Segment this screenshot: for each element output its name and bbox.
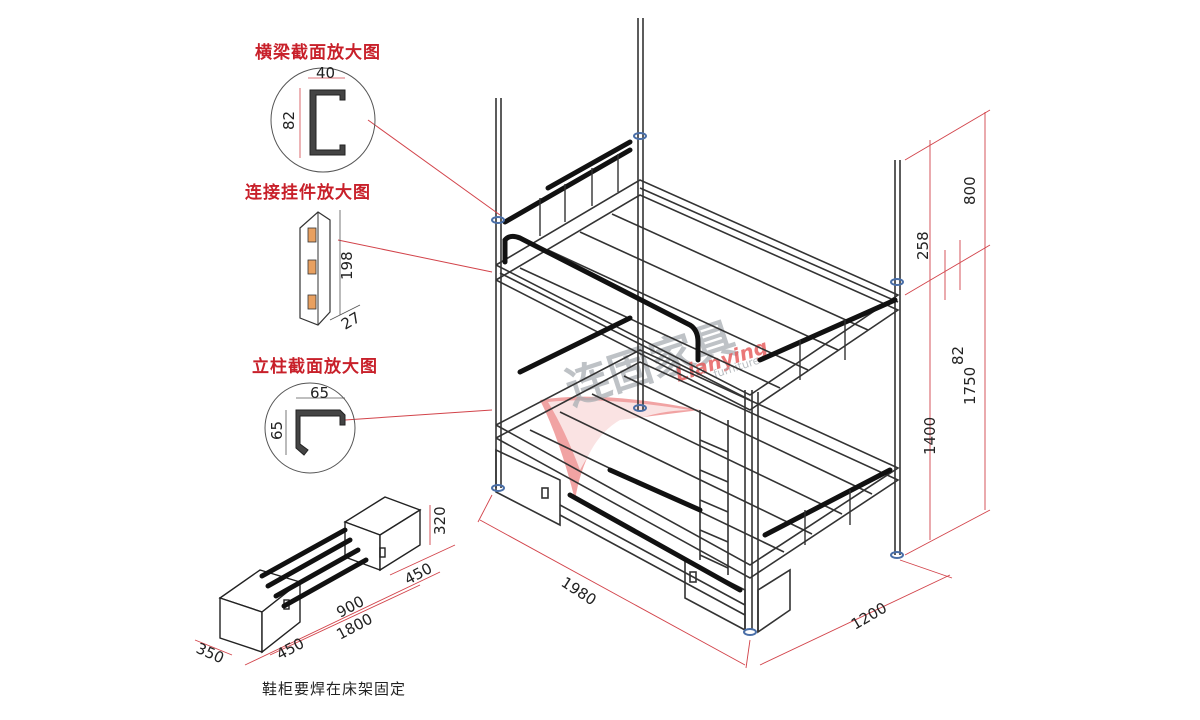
beam-width-label: 40 [316,64,335,82]
dim-lower: 1400 [921,417,939,455]
post-width-label: 65 [310,384,329,402]
hanger-length-label: 198 [338,251,356,280]
dim-width: 1200 [848,599,890,634]
post-section-callout: 65 65 [264,382,356,474]
hanger-title: 连接挂件放大图 [245,183,371,203]
cab-height: 320 [431,506,449,535]
post-height-label: 65 [268,421,286,440]
beam-height-label: 82 [280,111,298,130]
shoe-cabinet-caption: 鞋柜要焊在床架固定 [262,680,407,698]
guard-uprights [539,154,851,545]
joint-caps [491,132,904,636]
handle-icon [379,547,386,558]
beam-section-callout: 40 82 [270,64,376,173]
bunk-bed-frame [495,18,901,634]
beam-section-title: 横梁截面放大图 [255,43,381,63]
shoe-cabinet-dims [194,505,456,666]
handle-icon [541,487,549,499]
dim-top: 800 [961,176,979,205]
floor-dimensions [477,494,953,669]
cab-right-w: 450 [401,559,435,588]
dim-upper: 258 [914,231,932,260]
dim-total-height: 1750 [961,367,979,405]
cab-depth: 350 [193,639,226,667]
dim-mid-small: 82 [949,346,967,365]
dim-length: 1980 [558,573,600,609]
hanger-callout: 198 27 [299,210,364,333]
post-section-title: 立柱截面放大图 [252,357,378,377]
shoe-cabinet-bars [259,527,369,609]
handle-icon [689,571,697,583]
leader-lines [337,119,501,421]
hanger-width-label: 27 [338,308,364,333]
guard-rails [502,139,898,593]
height-dimensions [904,109,991,556]
